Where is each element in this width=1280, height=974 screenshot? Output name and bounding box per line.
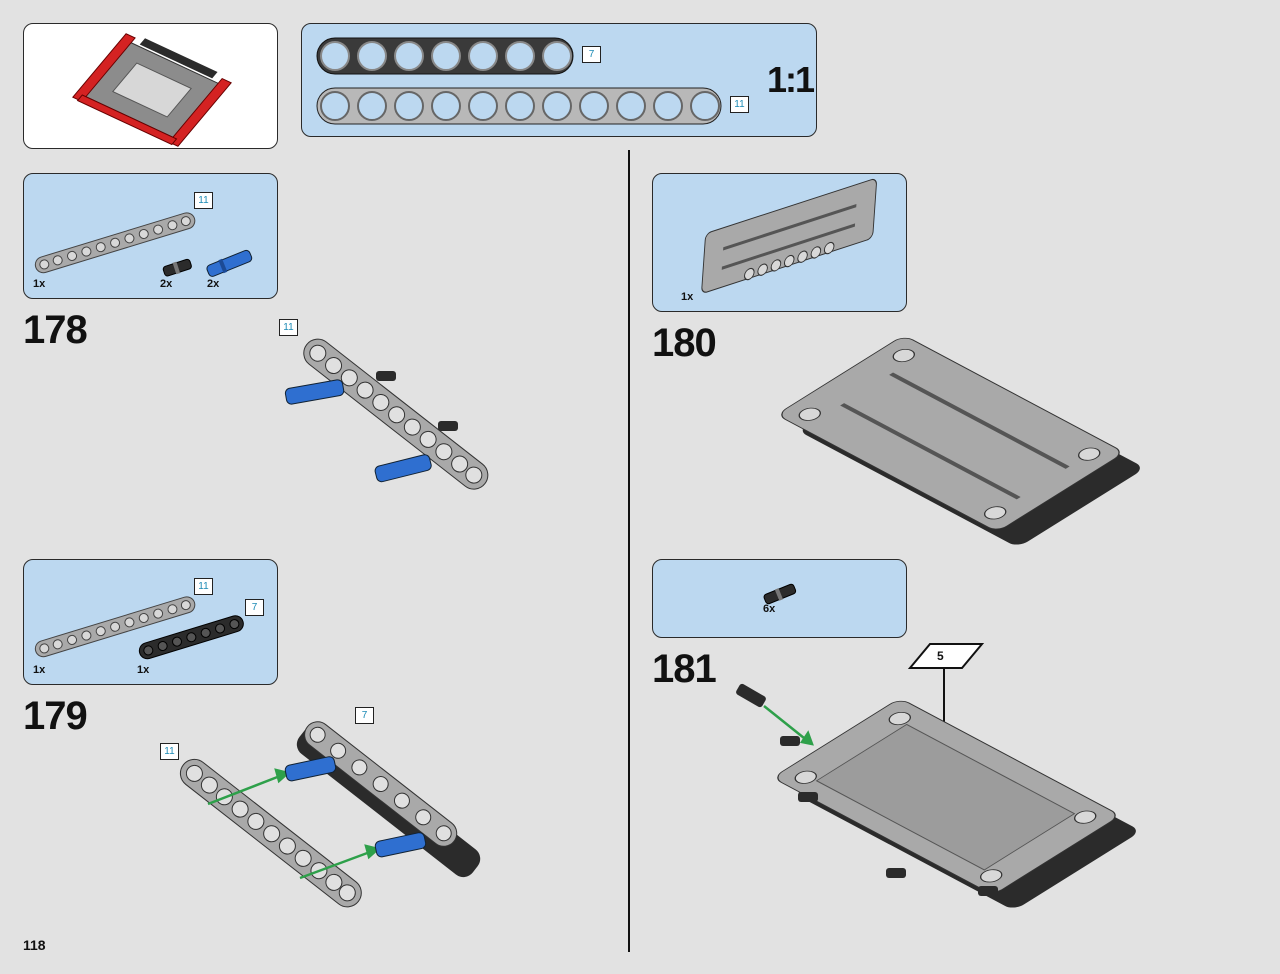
callout-length-7: 7 <box>355 707 374 724</box>
part-qty-black-pin: 2x <box>160 278 173 290</box>
step-180-parts-panel: 1x <box>652 173 907 312</box>
beam-11-part <box>34 596 196 658</box>
scale-reference-panel: 7 11 1:1 <box>301 23 817 137</box>
callout-length-11: 11 <box>279 319 298 336</box>
panel-plate-part <box>701 178 877 293</box>
part-qty-black-pin: 6x <box>763 603 776 615</box>
part-length-label-11: 11 <box>194 578 213 595</box>
beam-11-scale <box>316 87 722 125</box>
step-181-parts-panel: 6x <box>652 559 907 638</box>
beam-7-part <box>138 615 244 660</box>
subassembly-preview-panel <box>23 23 278 149</box>
step-number-178: 178 <box>23 308 88 352</box>
step-180-build-image <box>781 337 1140 545</box>
step-179-parts-panel: 11 7 1x 1x <box>23 559 278 685</box>
beam-11-part <box>34 212 196 274</box>
subassembly-preview-image <box>72 33 232 147</box>
black-pin-part <box>162 258 192 277</box>
step-181-build-image <box>736 683 1136 908</box>
part-qty-beam-7: 1x <box>137 664 150 676</box>
sticker-number: 5 <box>937 649 944 663</box>
step-178-build-image <box>284 338 489 490</box>
black-pin-part <box>763 583 797 605</box>
scale-label: 1:1 <box>767 59 815 100</box>
step-number-179: 179 <box>23 694 88 738</box>
step-179-build-image <box>179 721 481 908</box>
column-divider <box>628 150 630 952</box>
length-label-11: 11 <box>730 96 749 113</box>
part-qty-beam: 1x <box>33 278 46 290</box>
step-178-parts-panel: 11 1x 2x 2x <box>23 173 278 299</box>
page-number: 118 <box>23 937 46 953</box>
part-qty-beam-11: 1x <box>33 664 46 676</box>
length-label-7: 7 <box>582 46 601 63</box>
callout-length-11: 11 <box>160 743 179 760</box>
beam-7-scale <box>316 37 574 75</box>
step-number-181: 181 <box>652 647 717 691</box>
part-length-label-7: 7 <box>245 599 264 616</box>
step-number-180: 180 <box>652 321 717 365</box>
part-qty-blue-pin: 2x <box>207 278 220 290</box>
part-qty-panel: 1x <box>681 291 694 303</box>
blue-pin-part <box>206 249 253 277</box>
part-length-label: 11 <box>194 192 213 209</box>
